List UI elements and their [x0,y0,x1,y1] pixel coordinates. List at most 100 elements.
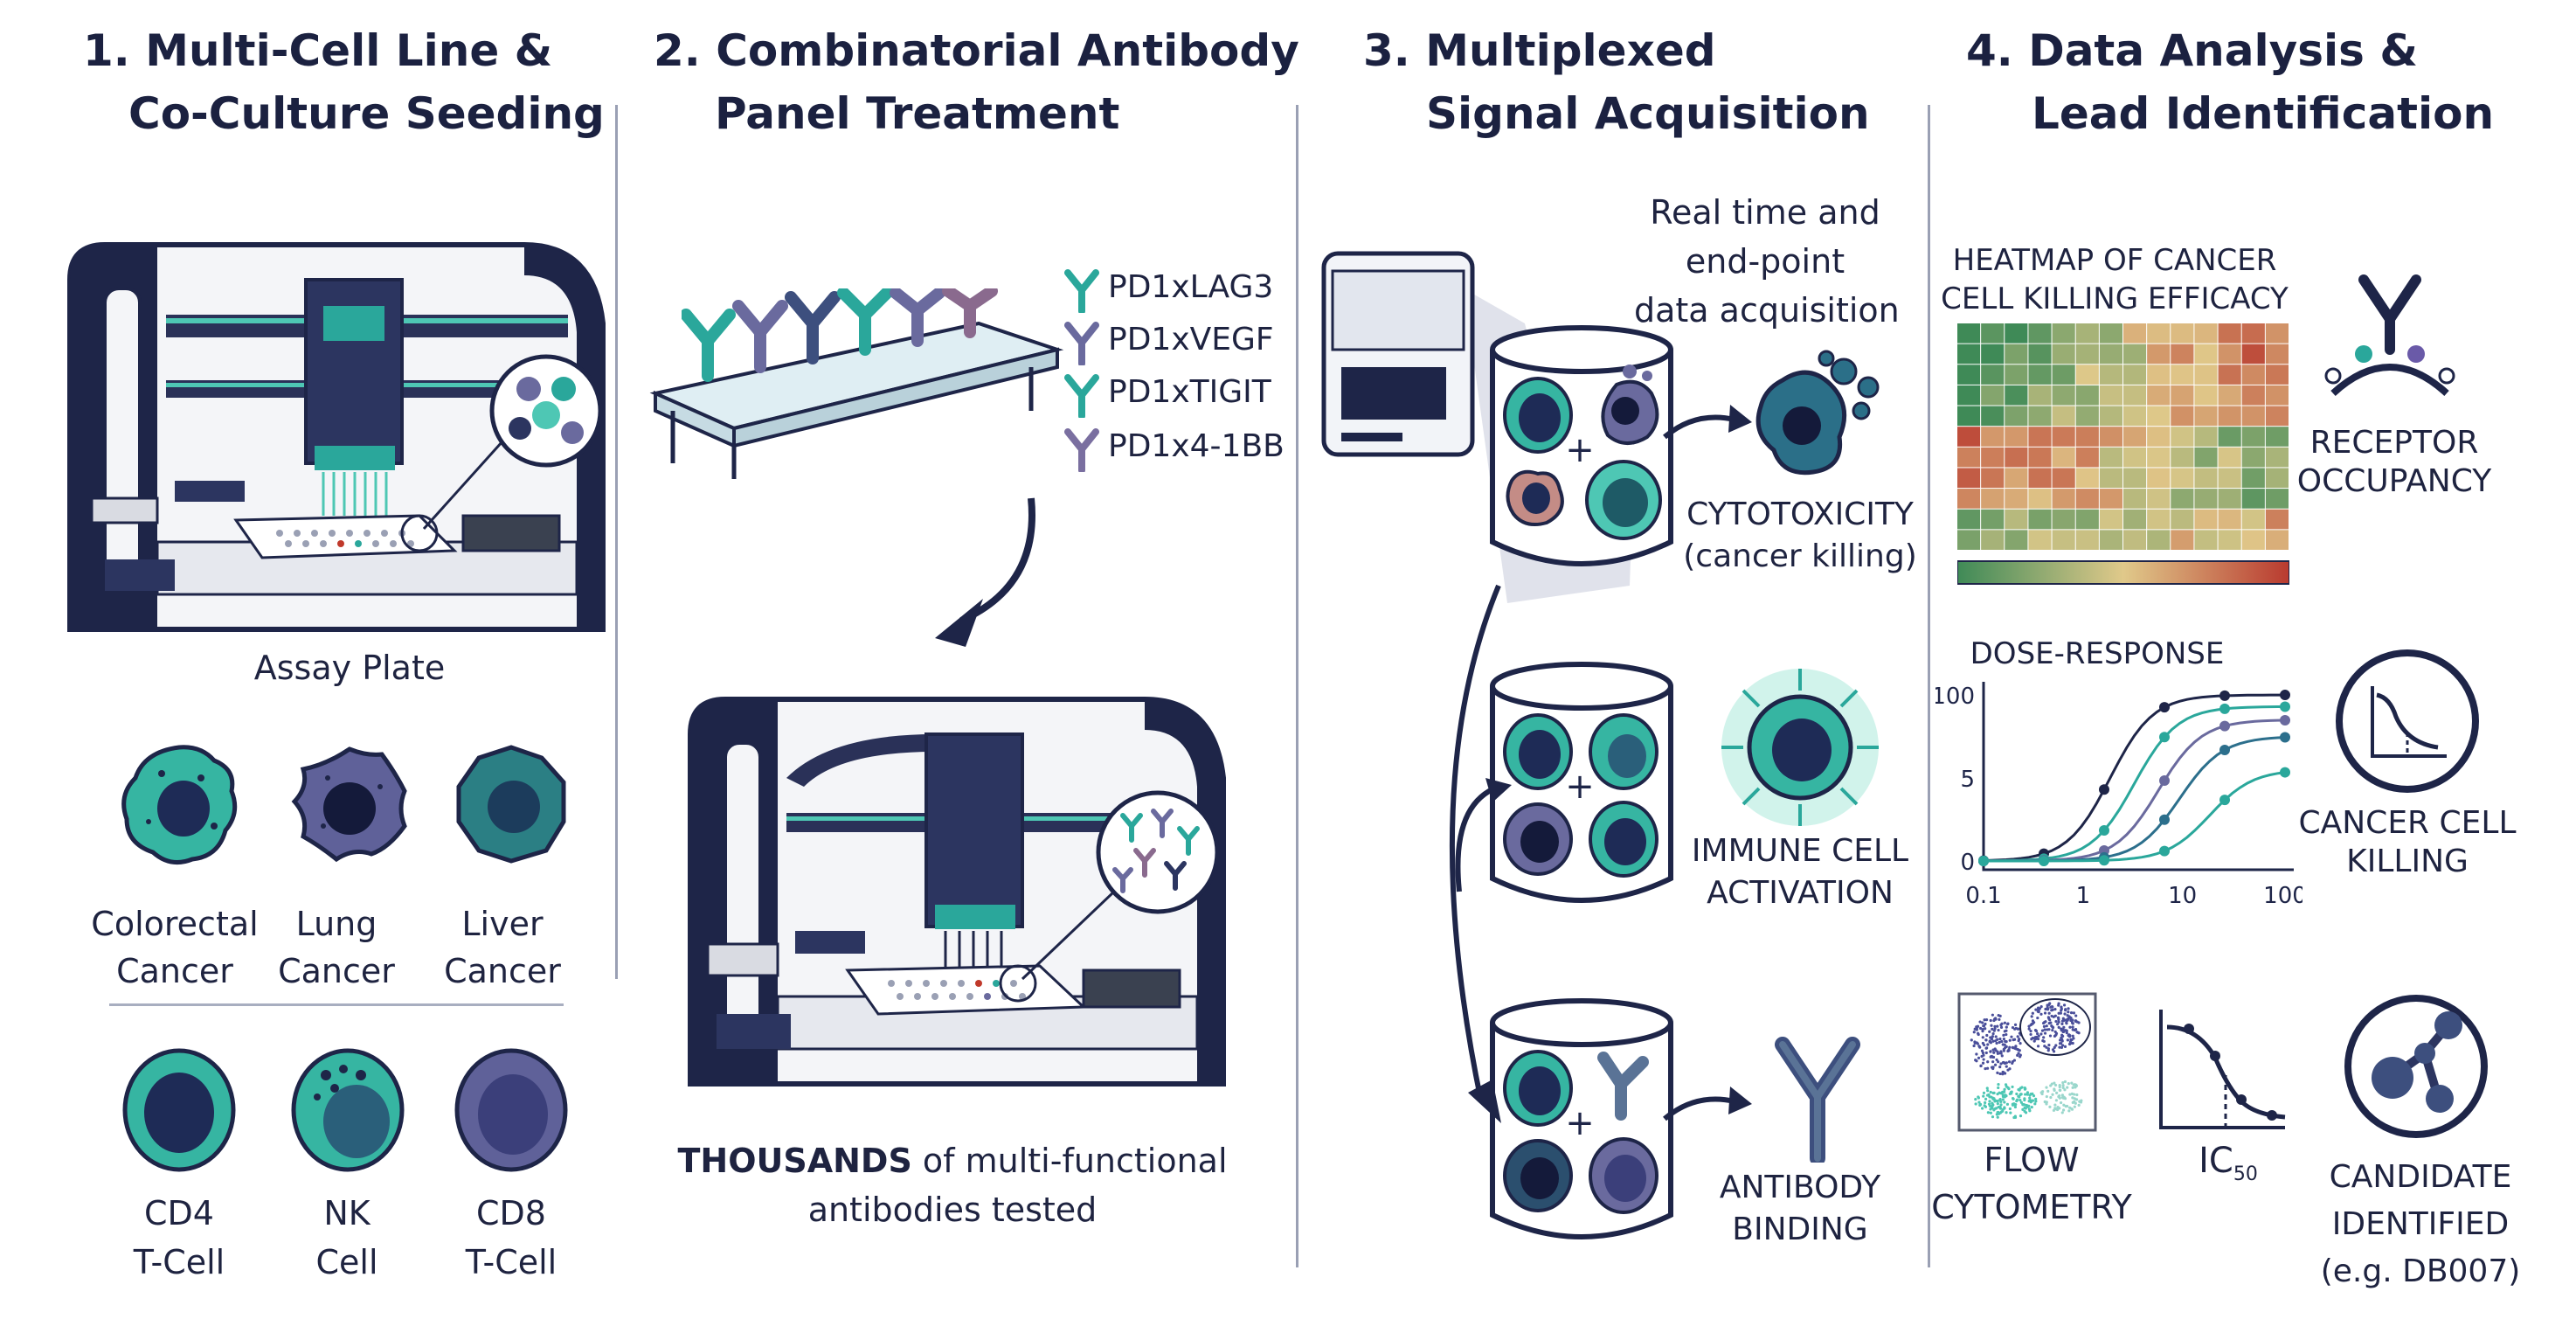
candidate-identified-label: CANDIDATE IDENTIFIED (e.g. DB007) [2320,1159,2521,1289]
flow-event [1999,1062,2003,1066]
flow-event [2071,1034,2074,1038]
flow-event [2015,1098,2019,1101]
flow-event [1992,1018,1996,1023]
heatmap-cell [2147,530,2171,550]
heatmap-cell [2123,385,2147,406]
flow-event [2056,1016,2060,1019]
flow-event [2040,1090,2045,1093]
immune-activation-label: IMMUNE CELL ACTIVATION [1691,833,1909,911]
flow-event [2065,1022,2068,1025]
heatmap-cell [2194,323,2218,344]
heatmap-cell [2075,427,2099,447]
heatmap-cell [2265,385,2289,406]
flow-event [2068,1040,2073,1044]
cytotoxicity-label: CYTOTOXICITY (cancer killing) [1683,496,1917,574]
heatmap-cell [2218,344,2241,364]
flow-event [2019,1093,2023,1096]
flow-event [2053,1103,2057,1107]
flow-event [1998,1017,2001,1021]
dose-axes [1982,682,2294,871]
flow-event [2013,1105,2018,1109]
flow-event [2051,1048,2055,1052]
flow-event [1996,1038,1999,1041]
flow-event [2057,1020,2060,1024]
flow-event [2071,1086,2074,1089]
flow-event [2047,1011,2051,1015]
flow-event [1977,1100,1981,1104]
flow-event [2066,1038,2070,1042]
assay-plate-label: Assay Plate [253,649,446,687]
heatmap-cell [2194,447,2218,468]
flow-event [1992,1108,1996,1112]
flow-event [2032,1021,2036,1024]
heatmap-cell [2075,364,2099,385]
flow-event [2054,1099,2059,1102]
flow-event [1988,1095,1991,1099]
flow-event [2001,1098,2005,1101]
heatmap-cell [2075,468,2099,489]
liver-cancer-cell-icon [456,745,566,864]
cd8-t-cell-label: CD8 T-Cell [465,1194,557,1281]
flow-event [1992,1097,1996,1100]
flow-event [2060,1039,2064,1043]
flow-event [1984,1027,1987,1031]
flow-event [2007,1060,2012,1064]
dose-point [2219,703,2230,714]
heatmap-cell [2005,509,2028,530]
heatmap-cell [2075,344,2099,364]
flow-event [2058,1045,2061,1049]
heatmap-cell [2265,344,2289,364]
flow-event [1990,1024,1993,1027]
flow-event [2068,1093,2072,1096]
flow-event [2064,1009,2067,1012]
liquid-handler-robot-1 [67,242,606,632]
dose-curve [1984,705,2285,863]
heatmap-cell [1981,509,2005,530]
flow-event [2077,1031,2081,1035]
flow-event [2062,1103,2066,1107]
heatmap-cell [2241,323,2265,344]
flow-event [2000,1039,2004,1044]
flow-event [1974,1098,1977,1101]
heatmap-cell [2265,427,2289,447]
heatmap-cell [2005,344,2028,364]
flow-event [2072,1011,2076,1015]
well-3-plus: + [1565,1103,1595,1143]
dose-response-title: DOSE-RESPONSE [1970,636,2225,671]
flow-event [1972,1044,1976,1048]
flow-event [2016,1027,2019,1031]
flow-event [1981,1061,1985,1065]
flow-event [2005,1040,2008,1044]
dose-point [2280,732,2290,743]
flow-event [1999,1050,2003,1053]
antibody-legend-label-2: PD1xVEGF [1108,322,1274,358]
heatmap-cell [2265,406,2289,427]
liquid-handler-robot-2 [688,697,1226,1087]
flow-event [2045,1024,2048,1028]
flow-event [2050,1014,2053,1018]
flow-event [2036,1016,2039,1020]
panel-2-title: 2. Combinatorial Antibody Panel Treatmen… [654,19,1299,145]
heatmap-cell [2171,364,2194,385]
flow-event [1996,1024,1999,1028]
heatmap-cell [2052,447,2075,468]
heatmap-cell [2241,468,2265,489]
panel-3-title-line2: Signal Acquisition [1426,88,1870,139]
flow-event [2012,1115,2016,1120]
flow-event [1975,1041,1978,1045]
flow-event [2060,1022,2064,1025]
heatmap-cell [2075,509,2099,530]
flow-event [1998,1105,2002,1108]
flow-event [2039,1005,2043,1009]
flow-event [1985,1066,1990,1070]
antibody-legend-icon-1 [1064,269,1099,313]
flow-event [1992,1091,1996,1094]
flow-event [2061,1108,2066,1112]
cd4-t-cell-icon [122,1048,236,1172]
flow-event [2005,1094,2008,1098]
flow-event [2015,1092,2019,1096]
flow-event [2040,1092,2044,1096]
heatmap-cell [2147,447,2171,468]
flow-event [2034,1008,2038,1011]
